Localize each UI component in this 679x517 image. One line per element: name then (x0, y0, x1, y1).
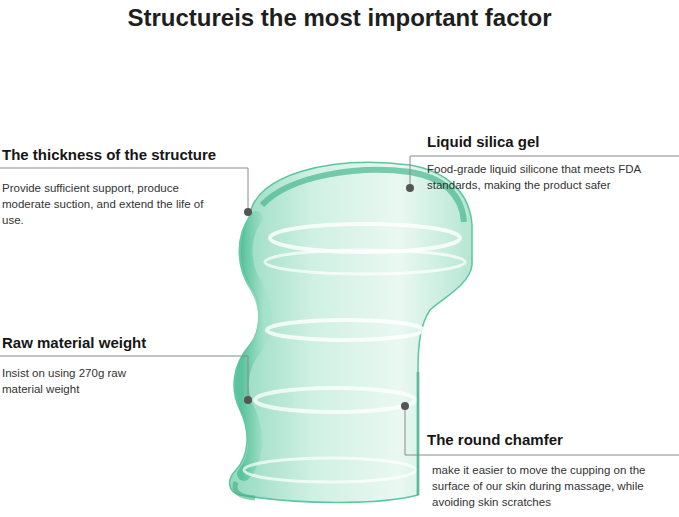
leader-dot (406, 184, 414, 192)
callout-heading: The round chamfer (427, 431, 563, 448)
callout-heading: Raw material weight (2, 334, 146, 351)
cup-ring (255, 388, 415, 412)
leader-lines (0, 156, 679, 455)
cup-chamfer (235, 482, 255, 498)
leader-dot (244, 396, 252, 404)
callout-text: Provide sufficient support, produce mode… (2, 181, 207, 229)
cup-ring (244, 458, 416, 482)
callout-text: make it easier to move the cupping on th… (432, 463, 672, 511)
callout-text: Insist on using 270g raw material weight (2, 366, 152, 398)
cup-wall (242, 218, 265, 474)
leader-line (405, 406, 679, 455)
cup-ring (267, 320, 423, 340)
callout-heading: Liquid silica gel (427, 133, 540, 150)
page-title: Structureis the most important factor (0, 4, 679, 32)
cup-cut-edge (417, 372, 420, 495)
cup-rim (262, 170, 464, 222)
leader-dot (401, 402, 409, 410)
cup-body (230, 162, 472, 502)
callout-text: Food-grade liquid silicone that meets FD… (427, 162, 672, 194)
callout-heading: The thickness of the structure (2, 146, 216, 163)
leader-dot (244, 208, 252, 216)
leader-line (0, 356, 248, 400)
cup-ring (265, 250, 465, 274)
cup-ring (270, 224, 460, 252)
